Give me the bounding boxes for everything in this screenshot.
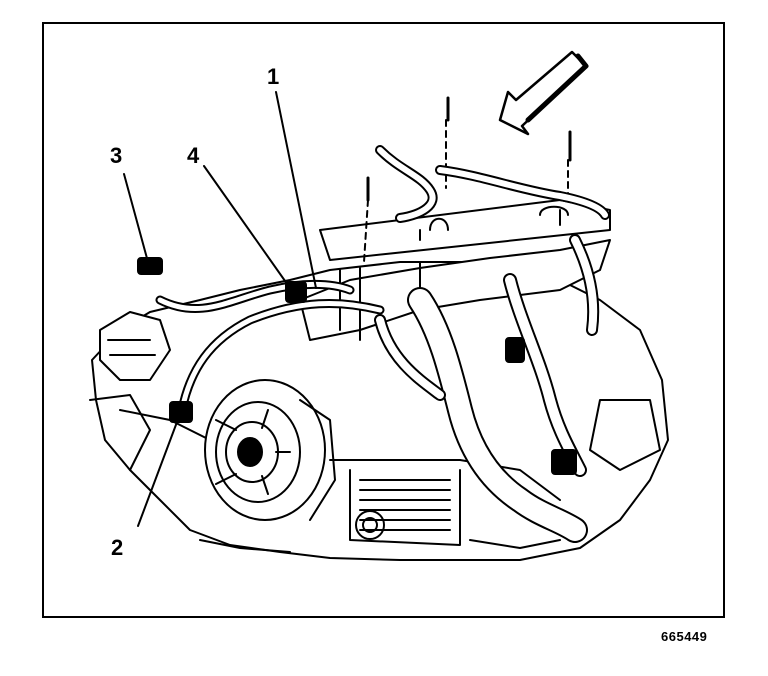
callout-leaders: [123, 91, 317, 527]
callout-4: 4: [187, 143, 200, 168]
alternator: [204, 379, 336, 521]
electrical-connectors: [137, 257, 577, 475]
callout-3: 3: [110, 143, 123, 168]
front-direction-arrow: [498, 50, 589, 136]
figure-id: 665449: [661, 629, 708, 644]
callout-2: 2: [111, 535, 124, 560]
wiring-harness: [155, 145, 610, 543]
callout-1: 1: [267, 64, 280, 89]
cylinder-head-left: [89, 311, 171, 471]
